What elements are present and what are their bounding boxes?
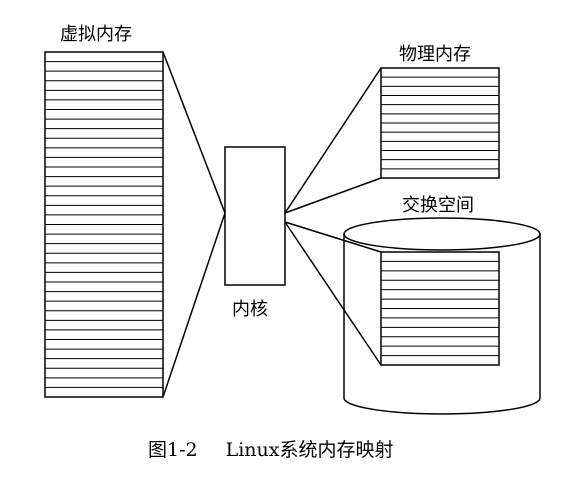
kernel-label: 内核 [232, 299, 268, 320]
physical-top-line [284, 67, 382, 214]
mapping-lines [162, 51, 382, 398]
swap-memory-block [380, 251, 500, 366]
swap-top-line [284, 221, 382, 253]
virtual-bottom-line [162, 212, 226, 398]
swap-space-label: 交换空间 [402, 195, 474, 216]
virtual-memory-block [44, 51, 164, 398]
figure-title: Linux系统内存映射 [225, 439, 394, 461]
kernel-box [224, 146, 286, 286]
swap-bottom-line [284, 221, 382, 366]
figure-number: 图1-2 [148, 439, 198, 461]
physical-memory-label: 物理内存 [399, 44, 471, 65]
virtual-memory-label: 虚拟内存 [60, 24, 132, 45]
figure-caption: 图1-2 Linux系统内存映射 [148, 439, 394, 461]
physical-memory-block [380, 67, 500, 179]
physical-bottom-line [284, 177, 382, 214]
virtual-top-line [162, 51, 226, 214]
